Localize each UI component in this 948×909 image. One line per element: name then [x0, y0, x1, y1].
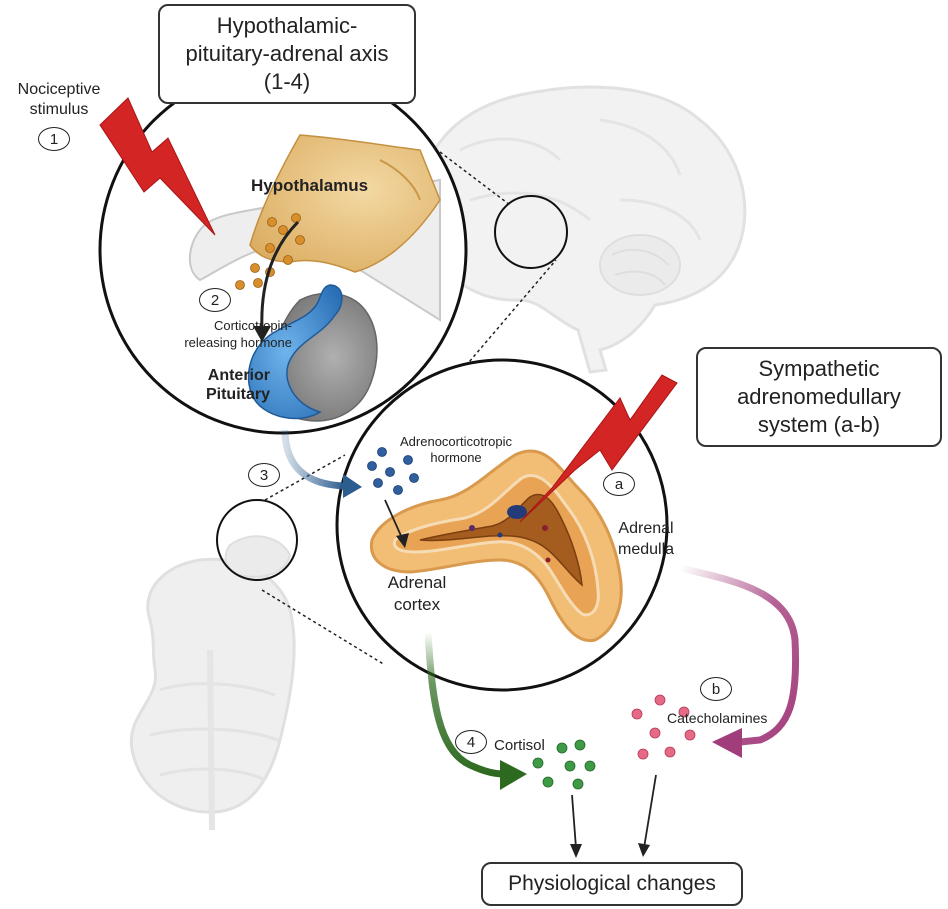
physiological-changes-box: Physiological changes	[481, 862, 743, 906]
step-marker-b: b	[700, 677, 732, 701]
medulla-focus-dot	[507, 505, 527, 519]
sam-system-title-box: Sympathetic adrenomedullary system (a-b)	[696, 347, 942, 447]
crh-arrow	[260, 220, 300, 331]
cortisol-to-changes-arrow	[571, 794, 577, 849]
catecholamine-to-changes-arrow	[643, 774, 657, 849]
sam-title-line1: Sympathetic	[758, 356, 880, 381]
step-marker-3: 3	[248, 463, 280, 487]
kidney-silhouette	[129, 535, 296, 831]
sam-title-line2: adrenomedullary	[737, 384, 901, 409]
cortisol-arrow	[424, 631, 506, 778]
catecholamine-arrow	[679, 564, 800, 746]
brain-silhouette	[417, 85, 747, 374]
hpa-title-line2: pituitary-adrenal axis	[185, 41, 389, 66]
crh-label: Corticotropin- releasing hormone	[184, 318, 292, 350]
catecholamine-particles	[631, 694, 696, 760]
sympathetic-lightning-icon	[519, 374, 678, 523]
outcome-label: Physiological changes	[508, 872, 716, 895]
step-marker-a: a	[603, 472, 635, 496]
hypothalamus-magnified-circle	[98, 65, 468, 435]
step-marker-1: 1	[38, 127, 70, 151]
hypothalamus-label: Hypothalamus	[251, 176, 369, 195]
cortisol-particles	[532, 739, 596, 790]
catecholamines-label: Catecholamines	[667, 710, 768, 726]
adrenal-medulla-shape	[419, 493, 583, 587]
adrenal-cortex-label: Adrenal cortex	[387, 573, 447, 614]
step-marker-2: 2	[199, 288, 231, 312]
adrenal-medulla-label: Adrenal medulla	[617, 520, 675, 558]
anterior-pituitary-shape	[247, 284, 343, 420]
nociceptive-lightning-icon	[99, 97, 216, 236]
adrenal-zoom-ring	[216, 499, 298, 581]
hpa-title-line3: (1-4)	[263, 69, 311, 94]
acth-to-cortex-arrow	[384, 499, 403, 539]
acth-label: Adrenocorticotropic hormone	[400, 434, 512, 465]
hpa-axis-title-box: Hypothalamic- pituitary-adrenal axis (1-…	[158, 4, 416, 104]
hpa-title-line1: Hypothalamic-	[216, 13, 358, 38]
nociceptive-stimulus-label: Nociceptive stimulus	[17, 81, 101, 118]
cortisol-label: Cortisol	[494, 737, 545, 754]
sam-title-line3: system (a-b)	[757, 412, 881, 437]
brain-zoom-ring	[494, 195, 568, 269]
crh-particles	[235, 213, 305, 290]
adrenal-magnified-circle	[335, 358, 669, 692]
acth-particles	[367, 447, 419, 495]
anterior-pituitary-label: Anterior Pituitary	[205, 367, 270, 403]
step-marker-4: 4	[455, 730, 487, 754]
acth-arrow	[281, 429, 346, 490]
